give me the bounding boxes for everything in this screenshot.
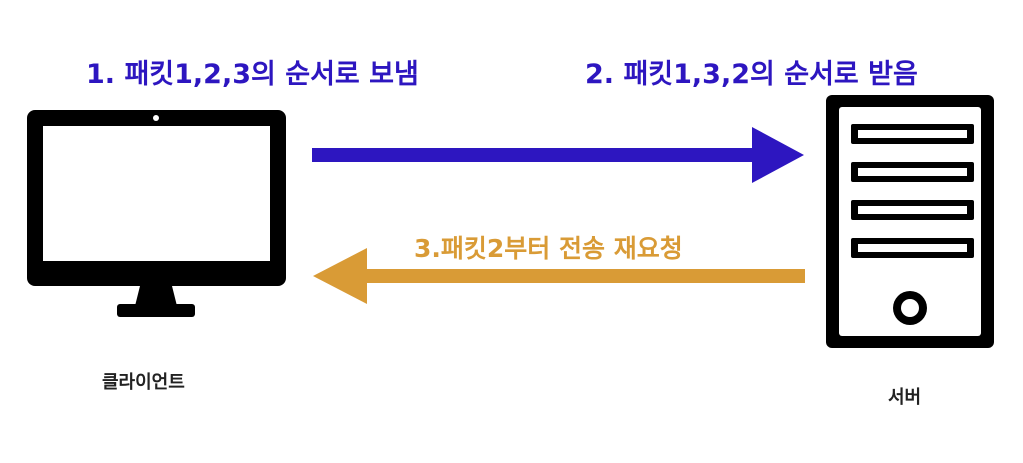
client-label: 클라이언트 — [102, 372, 185, 393]
backward-arrow — [313, 248, 805, 304]
server-tower-icon — [826, 95, 994, 348]
retransmit-request-label: 3.패킷2부터 전송 재요청 — [414, 234, 683, 263]
send-order-label: 1. 패킷1,2,3의 순서로 보냄 — [86, 59, 419, 90]
receive-order-label: 2. 패킷1,3,2의 순서로 받음 — [585, 59, 918, 90]
server-label: 서버 — [888, 387, 922, 408]
desktop-monitor-icon — [27, 110, 286, 317]
forward-arrow — [312, 127, 804, 183]
